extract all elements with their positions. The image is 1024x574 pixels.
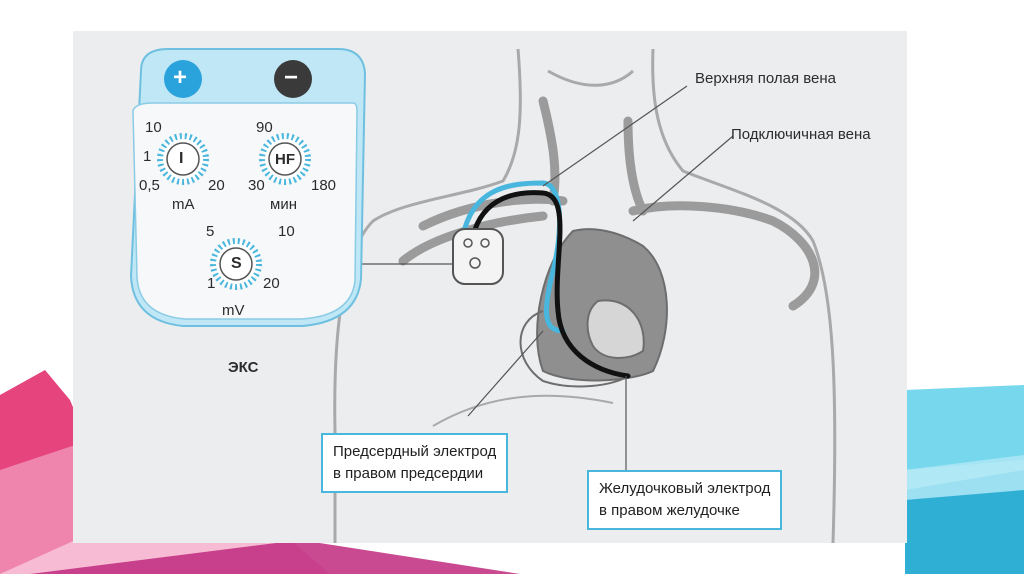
plus-symbol[interactable]: + [173, 64, 188, 91]
dial-i-tick: 10 [145, 119, 162, 136]
dial-i-tick: 1 [143, 148, 152, 165]
dial-hf-label[interactable]: HF [275, 151, 295, 168]
dial-i-tick: 0,5 [139, 177, 160, 194]
diagram-panel: + − I 10 1 0,5 20 mA HF 90 30 180 мин S … [73, 31, 907, 543]
dial-s-label[interactable]: S [231, 255, 242, 272]
ventricular-electrode-callout: Желудочковый электрод в правом желудочке [587, 470, 783, 530]
ventricular-lead [470, 190, 631, 379]
device-name: ЭКС [228, 359, 259, 376]
diaphragm-line [432, 394, 614, 427]
dial-s-unit: mV [222, 302, 245, 319]
pointer-lines [355, 85, 734, 471]
cyan-ribbon [905, 385, 1024, 470]
svc-label: Верхняя полая вена [695, 70, 837, 87]
pacemaker-diagram [129, 48, 837, 543]
atrial-electrode-callout: Предсердный электрод в правом предсердии [321, 433, 509, 493]
dial-s-tick: 5 [206, 223, 215, 240]
atrial-callout-line2: в правом предсердии [333, 465, 484, 482]
subclavian-label: Подключичная вена [731, 126, 871, 143]
dial-i-tick: 20 [208, 177, 225, 194]
cyan-ribbon-light [905, 455, 1024, 500]
dial-s-tick: 10 [278, 223, 295, 240]
dial-hf-tick: 30 [248, 177, 265, 194]
minus-symbol[interactable]: − [284, 64, 299, 91]
dial-hf-unit: мин [270, 196, 297, 213]
dial-s-tick: 1 [207, 275, 216, 292]
dial-s-tick: 20 [263, 275, 280, 292]
plus-button [164, 60, 202, 98]
purple-ribbon [30, 540, 520, 574]
minus-button [274, 60, 312, 98]
dial-i-label[interactable]: I [179, 150, 184, 167]
external-pacemaker [129, 48, 367, 327]
ventricular-callout-line2: в правом желудочке [599, 502, 740, 519]
torso-outline [333, 48, 837, 543]
atrial-callout-line1: Предсердный электрод [333, 443, 497, 460]
implanted-device [452, 228, 504, 285]
dial-hf-tick: 90 [256, 119, 273, 136]
dial-i-unit: mA [172, 196, 195, 213]
dial-hf-tick: 180 [311, 177, 337, 194]
ventricular-callout-line1: Желудочковый электрод [599, 480, 771, 497]
